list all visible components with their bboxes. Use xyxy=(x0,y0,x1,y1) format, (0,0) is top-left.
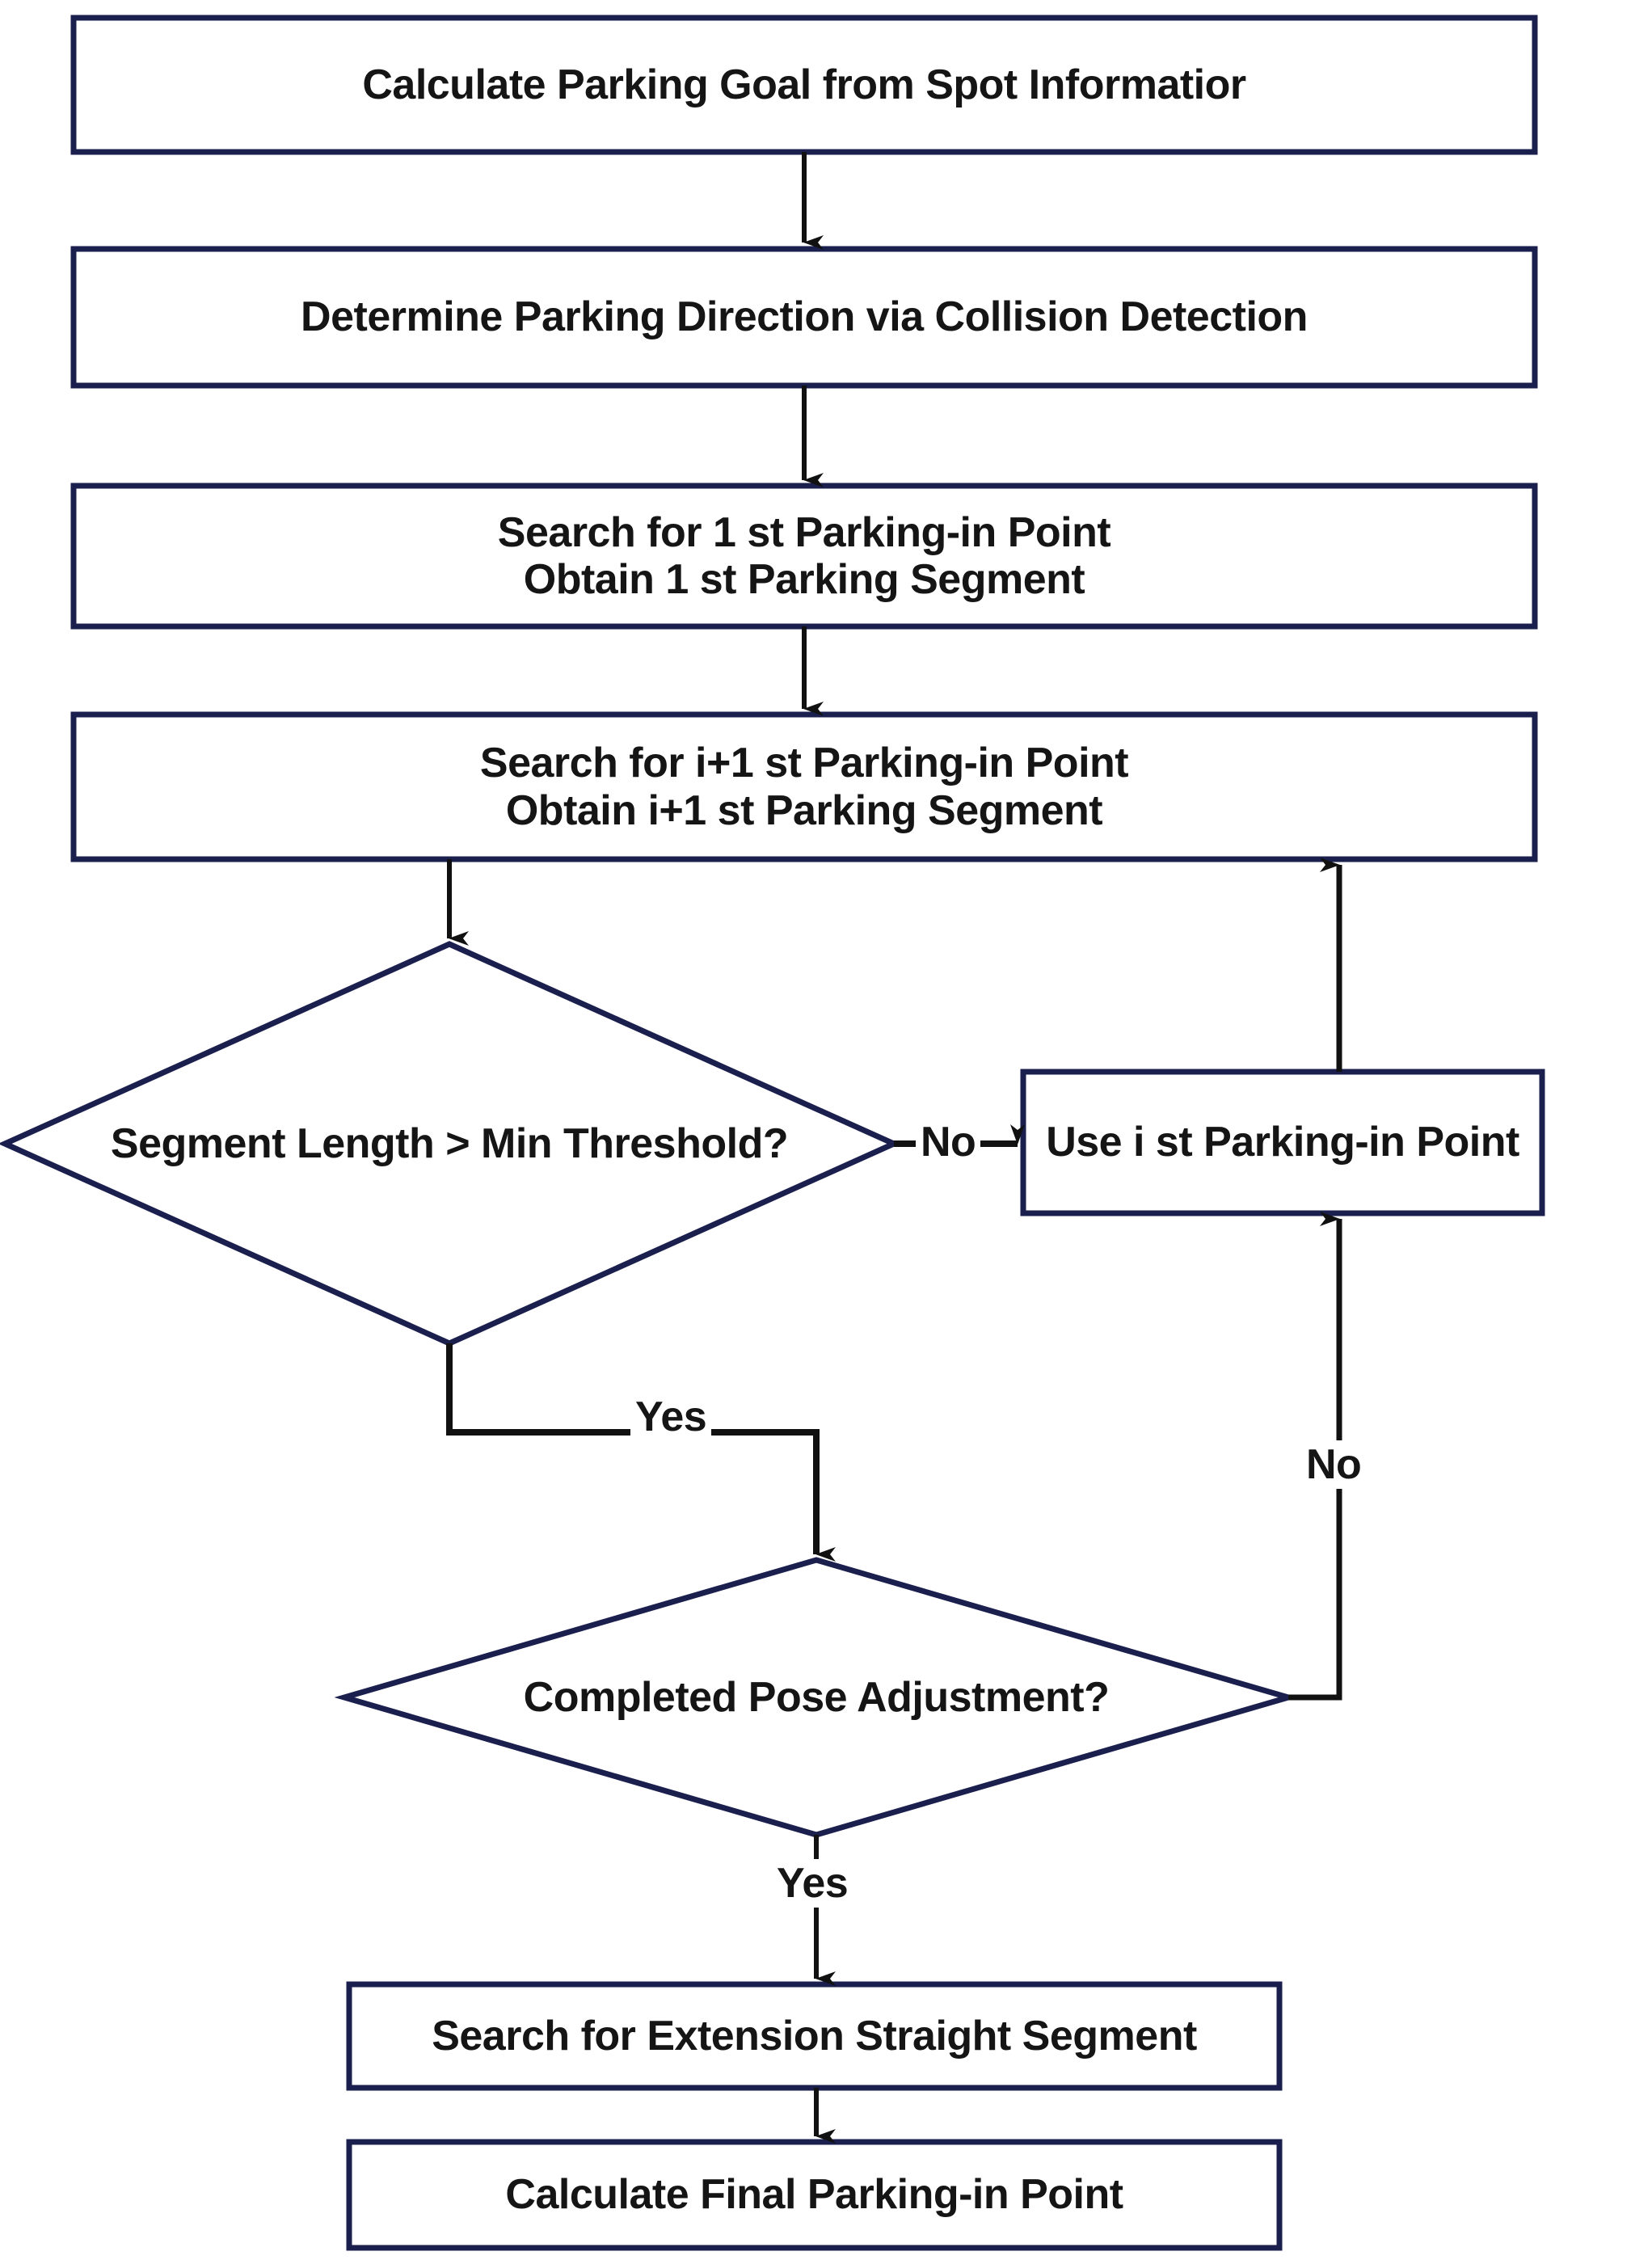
edge-label-no-pose-adjustment: No xyxy=(1301,1440,1367,1489)
edge-label-no-segment-threshold: No xyxy=(916,1118,981,1166)
connector-d2-no-n5 xyxy=(1288,1212,1342,1701)
node-box-search-first-parking-point xyxy=(70,483,1538,630)
node-box-calculate-final-parking-point xyxy=(346,2139,1283,2251)
node-box-use-i-st-parking-point xyxy=(1020,1069,1545,1216)
node-box-search-extension-segment xyxy=(346,1981,1283,2091)
node-box-determine-parking-direction xyxy=(70,246,1538,389)
node-diamond-segment-length-threshold xyxy=(0,941,901,1347)
node-box-search-next-parking-point xyxy=(70,711,1538,862)
edge-label-yes-segment-threshold: Yes xyxy=(630,1393,712,1441)
edge-label-yes-pose-adjustment: Yes xyxy=(772,1859,853,1908)
connector-d1-yes-d2 xyxy=(446,1343,836,1562)
node-diamond-completed-pose-adjustment xyxy=(334,1557,1299,1838)
node-box-calculate-parking-goal xyxy=(70,15,1538,155)
